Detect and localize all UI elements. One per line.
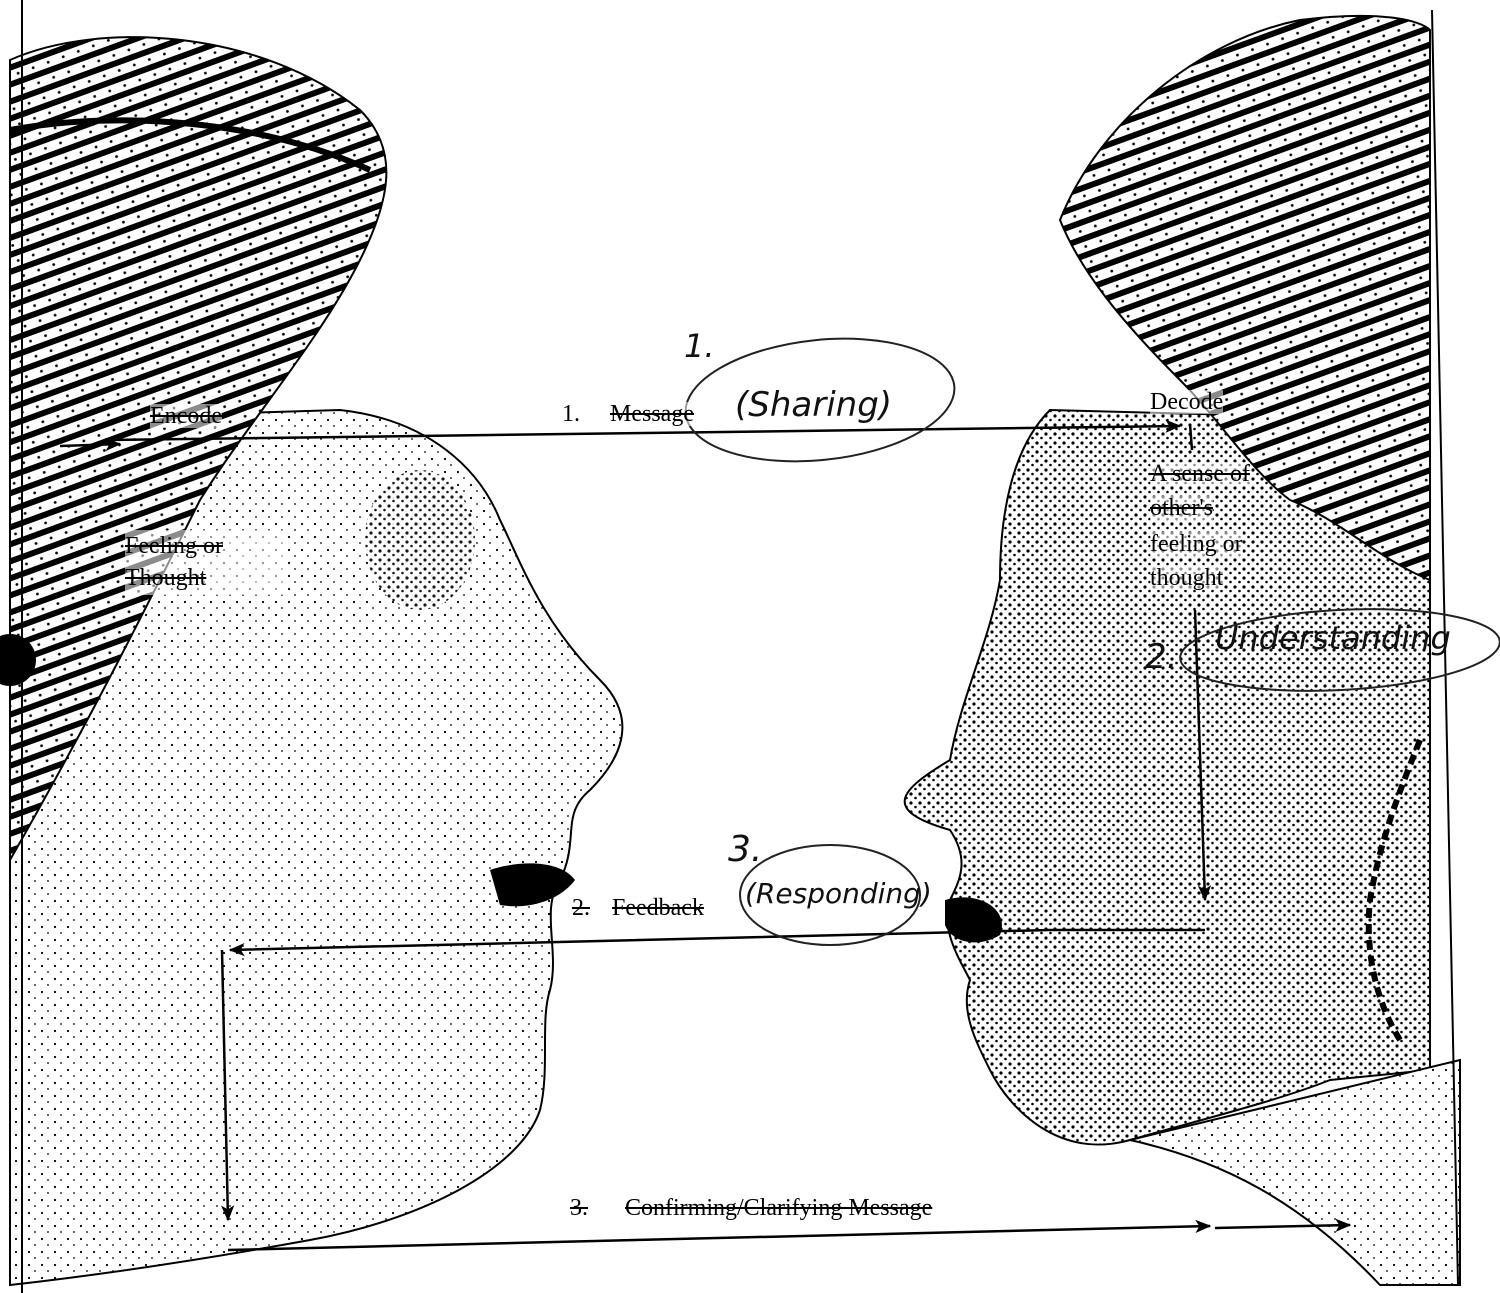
step3-number: 3. — [570, 1196, 588, 1220]
message-label: Message — [610, 402, 694, 426]
sense-line-4: thought — [1150, 566, 1223, 590]
left-lips — [490, 863, 575, 906]
handwritten-understanding-note: Understanding — [1215, 622, 1451, 654]
feeling-or-thought-label: Feeling or Thought — [125, 530, 285, 595]
handwritten-responding-note: (Responding) — [745, 880, 932, 908]
arrow-confirming — [228, 1226, 1210, 1250]
handwritten-sharing-note: (Sharing) — [735, 388, 892, 422]
sense-line-2: other's — [1150, 496, 1213, 520]
left-eye-shadow — [365, 470, 475, 610]
handwritten-step1-mark: 1. — [684, 330, 715, 362]
encode-label: Encode — [150, 404, 222, 428]
confirming-label: Confirming/Clarifying Message — [625, 1196, 932, 1220]
sense-line-3: feeling or — [1150, 532, 1243, 556]
feedback-label: Feedback — [612, 896, 704, 920]
sense-line-1: A sense of — [1150, 462, 1250, 486]
left-head-illustration — [0, 37, 622, 1285]
step2-number: 2. — [572, 896, 590, 920]
handwritten-step3-mark: 3. — [728, 832, 762, 868]
handwritten-step2-mark: 2. — [1145, 640, 1177, 674]
decode-label: Decode — [1150, 390, 1223, 414]
step1-number: 1. — [562, 402, 580, 426]
